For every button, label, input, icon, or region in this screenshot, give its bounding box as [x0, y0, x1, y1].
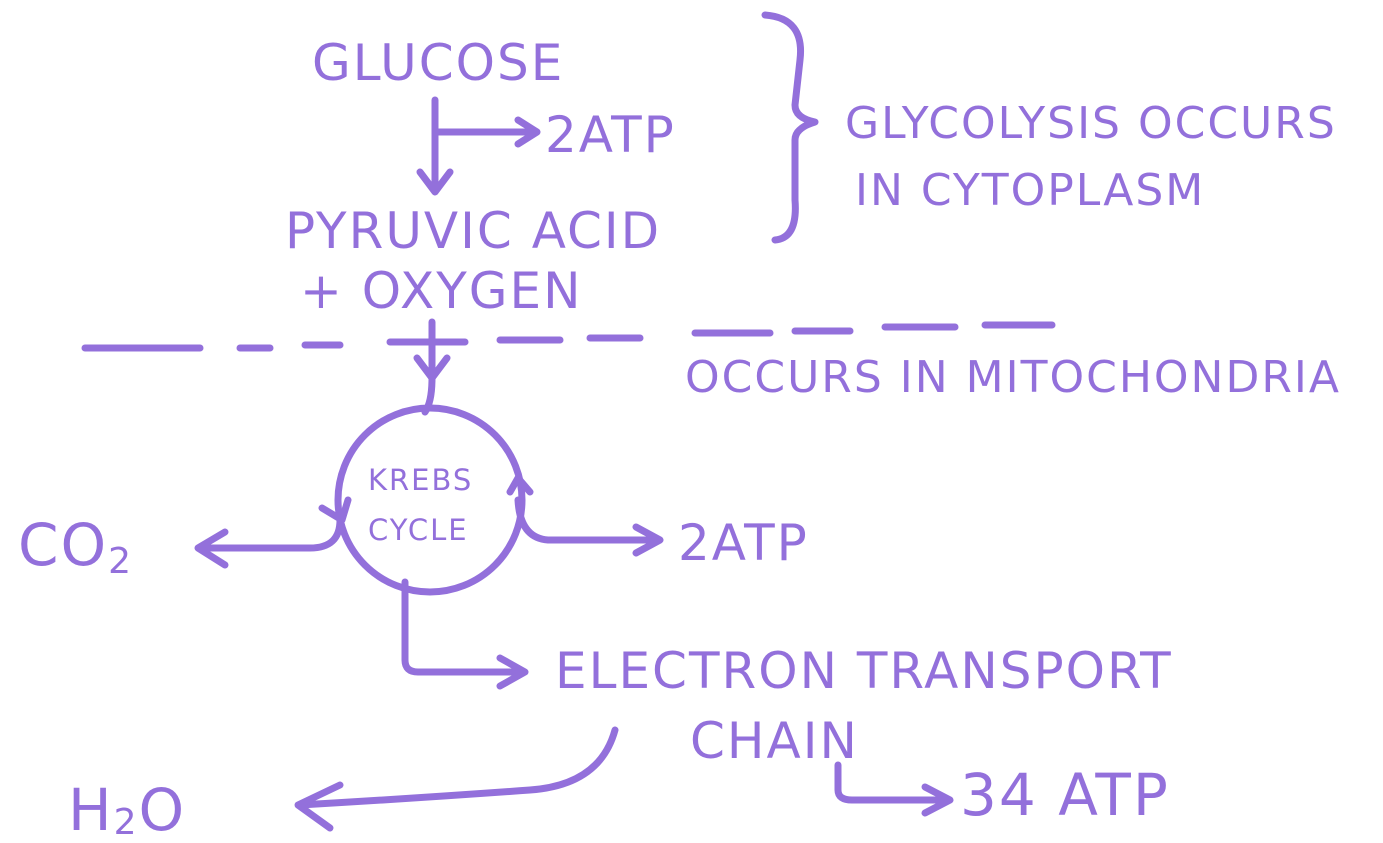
glycolysis-atp-arrowhead — [514, 116, 541, 148]
krebs-cycle-inner-arrow-right — [506, 474, 534, 496]
glucose-label: GLUCOSE — [312, 34, 564, 92]
glucose-to-pyruvic-arrowhead — [416, 168, 454, 196]
krebs-to-etc-arrow-line — [401, 578, 524, 676]
mitochondria-note: OCCURS IN MITOCHONDRIA — [685, 352, 1341, 403]
krebs-to-etc-arrowhead — [496, 654, 529, 690]
co2-subscript: 2 — [108, 541, 133, 582]
pyruvic-acid-label: PYRUVIC ACID — [285, 202, 661, 260]
co2-label: CO2 — [18, 511, 133, 582]
co2-main: CO — [18, 511, 108, 579]
etc-label-line1: ELECTRON TRANSPORT — [555, 642, 1173, 700]
krebs-to-atp-arrowhead — [632, 523, 664, 557]
krebs-to-atp-arrow-line — [514, 496, 659, 544]
etc-label-line2: CHAIN — [690, 712, 859, 770]
etc-to-atp-arrowhead — [921, 783, 954, 817]
krebs-atp-label: 2ATP — [678, 514, 809, 572]
krebs-to-co2-arrow-line — [196, 516, 344, 552]
etc-to-water-arrowhead — [294, 781, 344, 832]
etc-to-atp-arrow-line — [834, 761, 949, 804]
glycolysis-atp-label: 2ATP — [545, 106, 676, 164]
plus-oxygen-label: + OXYGEN — [300, 262, 582, 320]
glycolysis-note-line1: GLYCOLYSIS OCCURS — [845, 98, 1337, 149]
krebs-cycle-circle — [334, 404, 526, 596]
water-h: H — [68, 776, 114, 843]
water-label: H2O — [68, 776, 186, 843]
krebs-to-co2-arrowhead — [194, 528, 229, 569]
water-subscript: 2 — [114, 802, 139, 843]
glycolysis-brace — [761, 11, 819, 244]
krebs-label-line1: KREBS — [368, 463, 473, 497]
water-o: O — [139, 776, 187, 843]
etc-to-water-arrow-line — [296, 726, 619, 809]
krebs-label-line2: CYCLE — [368, 513, 469, 547]
etc-atp-label: 34 ATP — [960, 761, 1170, 829]
glycolysis-note-line2: IN CYTOPLASM — [855, 165, 1205, 216]
